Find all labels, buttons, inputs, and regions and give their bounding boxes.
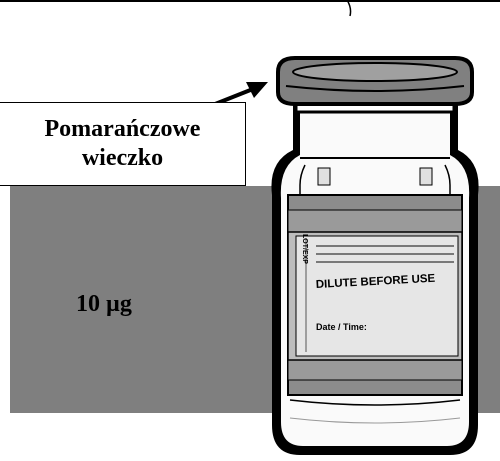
cap-callout-box: Pomarańczowe wieczko <box>0 102 246 186</box>
vial-cap-top <box>292 62 458 82</box>
top-edge-line <box>0 0 500 2</box>
callout-line-1: Pomarańczowe <box>44 116 201 142</box>
label-date-text: Date / Time: <box>316 322 367 332</box>
callout-line-2: wieczko <box>81 145 164 171</box>
label-side-text: LOT/EXP <box>301 234 308 264</box>
top-curve <box>346 0 352 17</box>
callout-arrowhead <box>246 82 268 98</box>
dose-label: 10 µg <box>76 291 132 317</box>
